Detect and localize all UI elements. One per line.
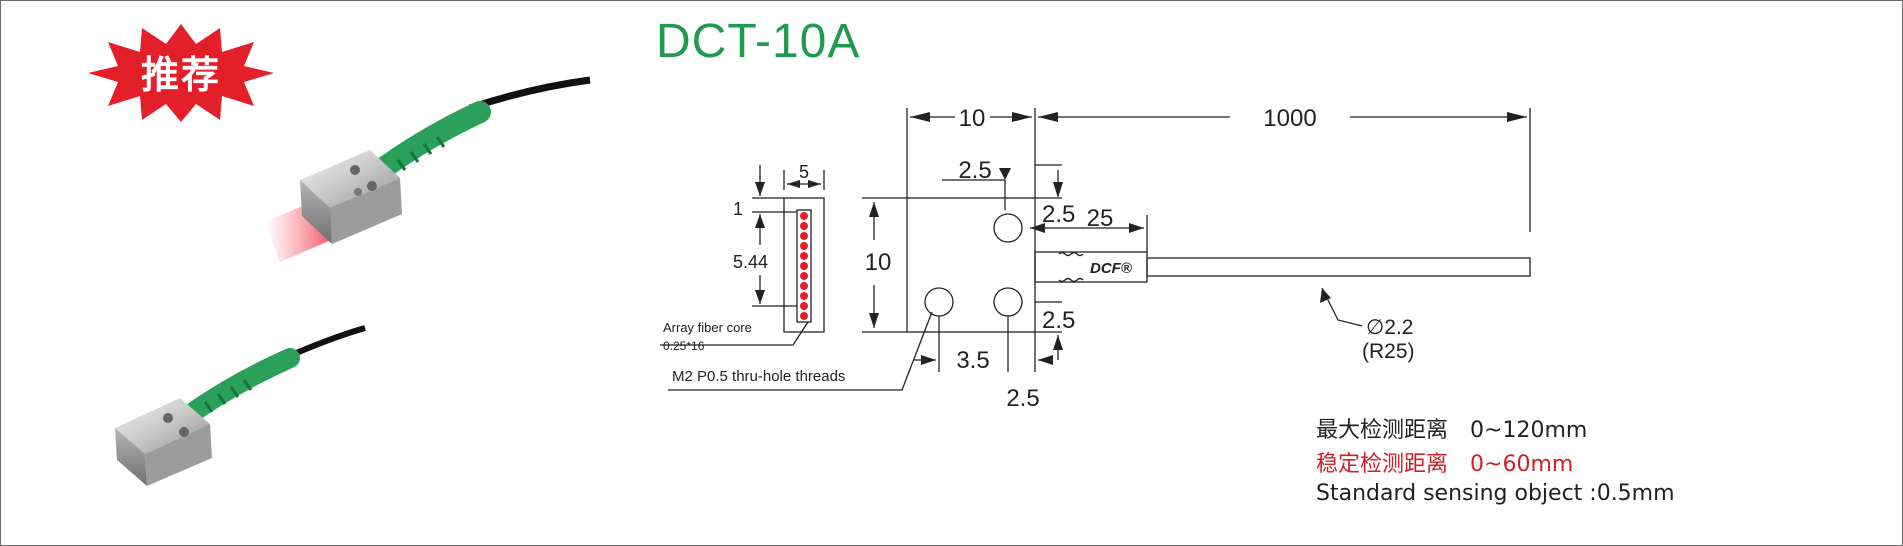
spec-stable-range: 稳定检测距离 0~60mm xyxy=(1316,446,1573,478)
mounting-hole-bottom-left xyxy=(924,287,954,317)
dim-height-10: 10 xyxy=(865,249,892,276)
dim-2-5-bottom: 2.5 xyxy=(1006,385,1039,412)
dim-side-5-44: 5.44 xyxy=(733,252,768,272)
brand-mark: DCF® xyxy=(1090,260,1133,277)
dim-hole-2-5-left: 2.5 xyxy=(958,157,991,184)
dim-side-1: 1 xyxy=(733,199,743,219)
dim-2-5-right-top: 2.5 xyxy=(1042,201,1075,228)
recommend-badge xyxy=(88,24,274,122)
label-fiber-spec: 0.25*16 xyxy=(663,339,705,353)
dim-25: 25 xyxy=(1087,205,1114,232)
spec-stable-range-value: 0~60mm xyxy=(1470,452,1574,477)
spec-stable-range-label: 稳定检测距离 xyxy=(1316,452,1449,477)
mounting-hole-top xyxy=(993,213,1023,243)
dimension-arrows xyxy=(755,112,1527,365)
spec-max-range-value: 0~120mm xyxy=(1470,418,1588,443)
product-photo-bottom xyxy=(115,325,366,486)
dim-cable-1000: 1000 xyxy=(1263,105,1316,132)
dim-side-5: 5 xyxy=(799,162,809,182)
sensor-body-outline xyxy=(906,197,1036,333)
cable-outline xyxy=(1146,257,1531,277)
mounting-hole-bottom-right xyxy=(993,287,1023,317)
label-fiber-core: Array fiber core xyxy=(663,320,752,335)
fiber-array-window xyxy=(796,209,812,323)
dim-bend-radius: (R25) xyxy=(1362,340,1415,363)
dim-width-10: 10 xyxy=(959,105,986,132)
product-title: DCT-10A xyxy=(656,15,861,68)
fiber-cores xyxy=(800,212,808,320)
spec-max-range: 最大检测距离 0~120mm xyxy=(1316,412,1587,444)
side-view-outline xyxy=(783,197,825,333)
dim-cable-diameter: ∅2.2 xyxy=(1366,316,1414,339)
spec-sensing-object-label: Standard sensing object :0.5mm xyxy=(1316,481,1675,506)
product-photo-top xyxy=(265,76,591,262)
label-threads: M2 P0.5 thru-hole threads xyxy=(672,368,845,385)
recommend-badge-text: 推荐 xyxy=(140,53,221,97)
spec-max-range-label: 最大检测距离 xyxy=(1316,418,1449,443)
dim-3-5: 3.5 xyxy=(956,347,989,374)
spec-sensing-object: Standard sensing object :0.5mm xyxy=(1316,481,1675,506)
dim-2-5-right-bottom: 2.5 xyxy=(1042,307,1075,334)
